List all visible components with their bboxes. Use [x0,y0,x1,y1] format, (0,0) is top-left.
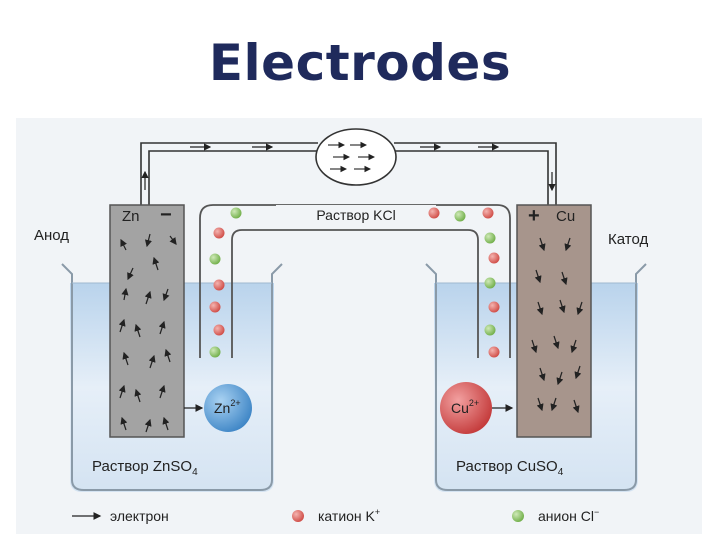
zinc-ion-label: Zn2+ [214,398,241,416]
legend-cation-symbol [292,510,304,522]
external-wire [140,142,557,205]
legend-electron-label: электрон [110,508,169,524]
salt-bridge-ions [209,207,500,358]
anion-particle [230,207,242,219]
slide-title: Electrodes [208,34,512,92]
left-solution-label: Раствор ZnSO4 [92,458,198,478]
cation-particle [482,207,494,219]
legend-cation-label: катион K+ [318,507,380,524]
cation-particle [488,301,500,313]
copper-ion: Cu2+ [440,382,514,434]
anode-metal-label: Zn [122,208,140,225]
anion-particle [484,232,496,244]
copper-electrode [516,204,592,438]
anion-particle [484,324,496,336]
cation-particle [428,207,440,219]
copper-ion-label: Cu2+ [451,398,479,416]
wire-electron-arrows [141,143,556,192]
anion-particle [209,253,221,265]
legend-anion-symbol [512,510,524,522]
anion-particle [484,277,496,289]
salt-bridge-label-bg [276,205,436,225]
galvanometer [315,128,397,186]
anode-sign: − [160,204,172,226]
cation-particle [488,252,500,264]
zinc-ion: Zn2+ [184,384,252,432]
cathode-label: Катод [608,231,648,248]
cation-particle [213,324,225,336]
legend: электрон катион K+ анион Cl− [72,507,599,524]
cathode-sign: + [528,205,540,227]
anion-particle [454,210,466,222]
cathode-metal-label: Cu [556,208,575,225]
cation-particle [213,279,225,291]
anion-particle [209,346,221,358]
cation-particle [213,227,225,239]
cation-particle [488,346,500,358]
cation-particle [209,301,221,313]
salt-bridge-label: Раствор KCl [316,207,395,223]
legend-anion-label: анион Cl− [538,507,599,524]
anode-label: Анод [34,227,69,244]
right-solution-label: Раствор CuSO4 [456,458,564,478]
zinc-electrode [109,204,185,438]
